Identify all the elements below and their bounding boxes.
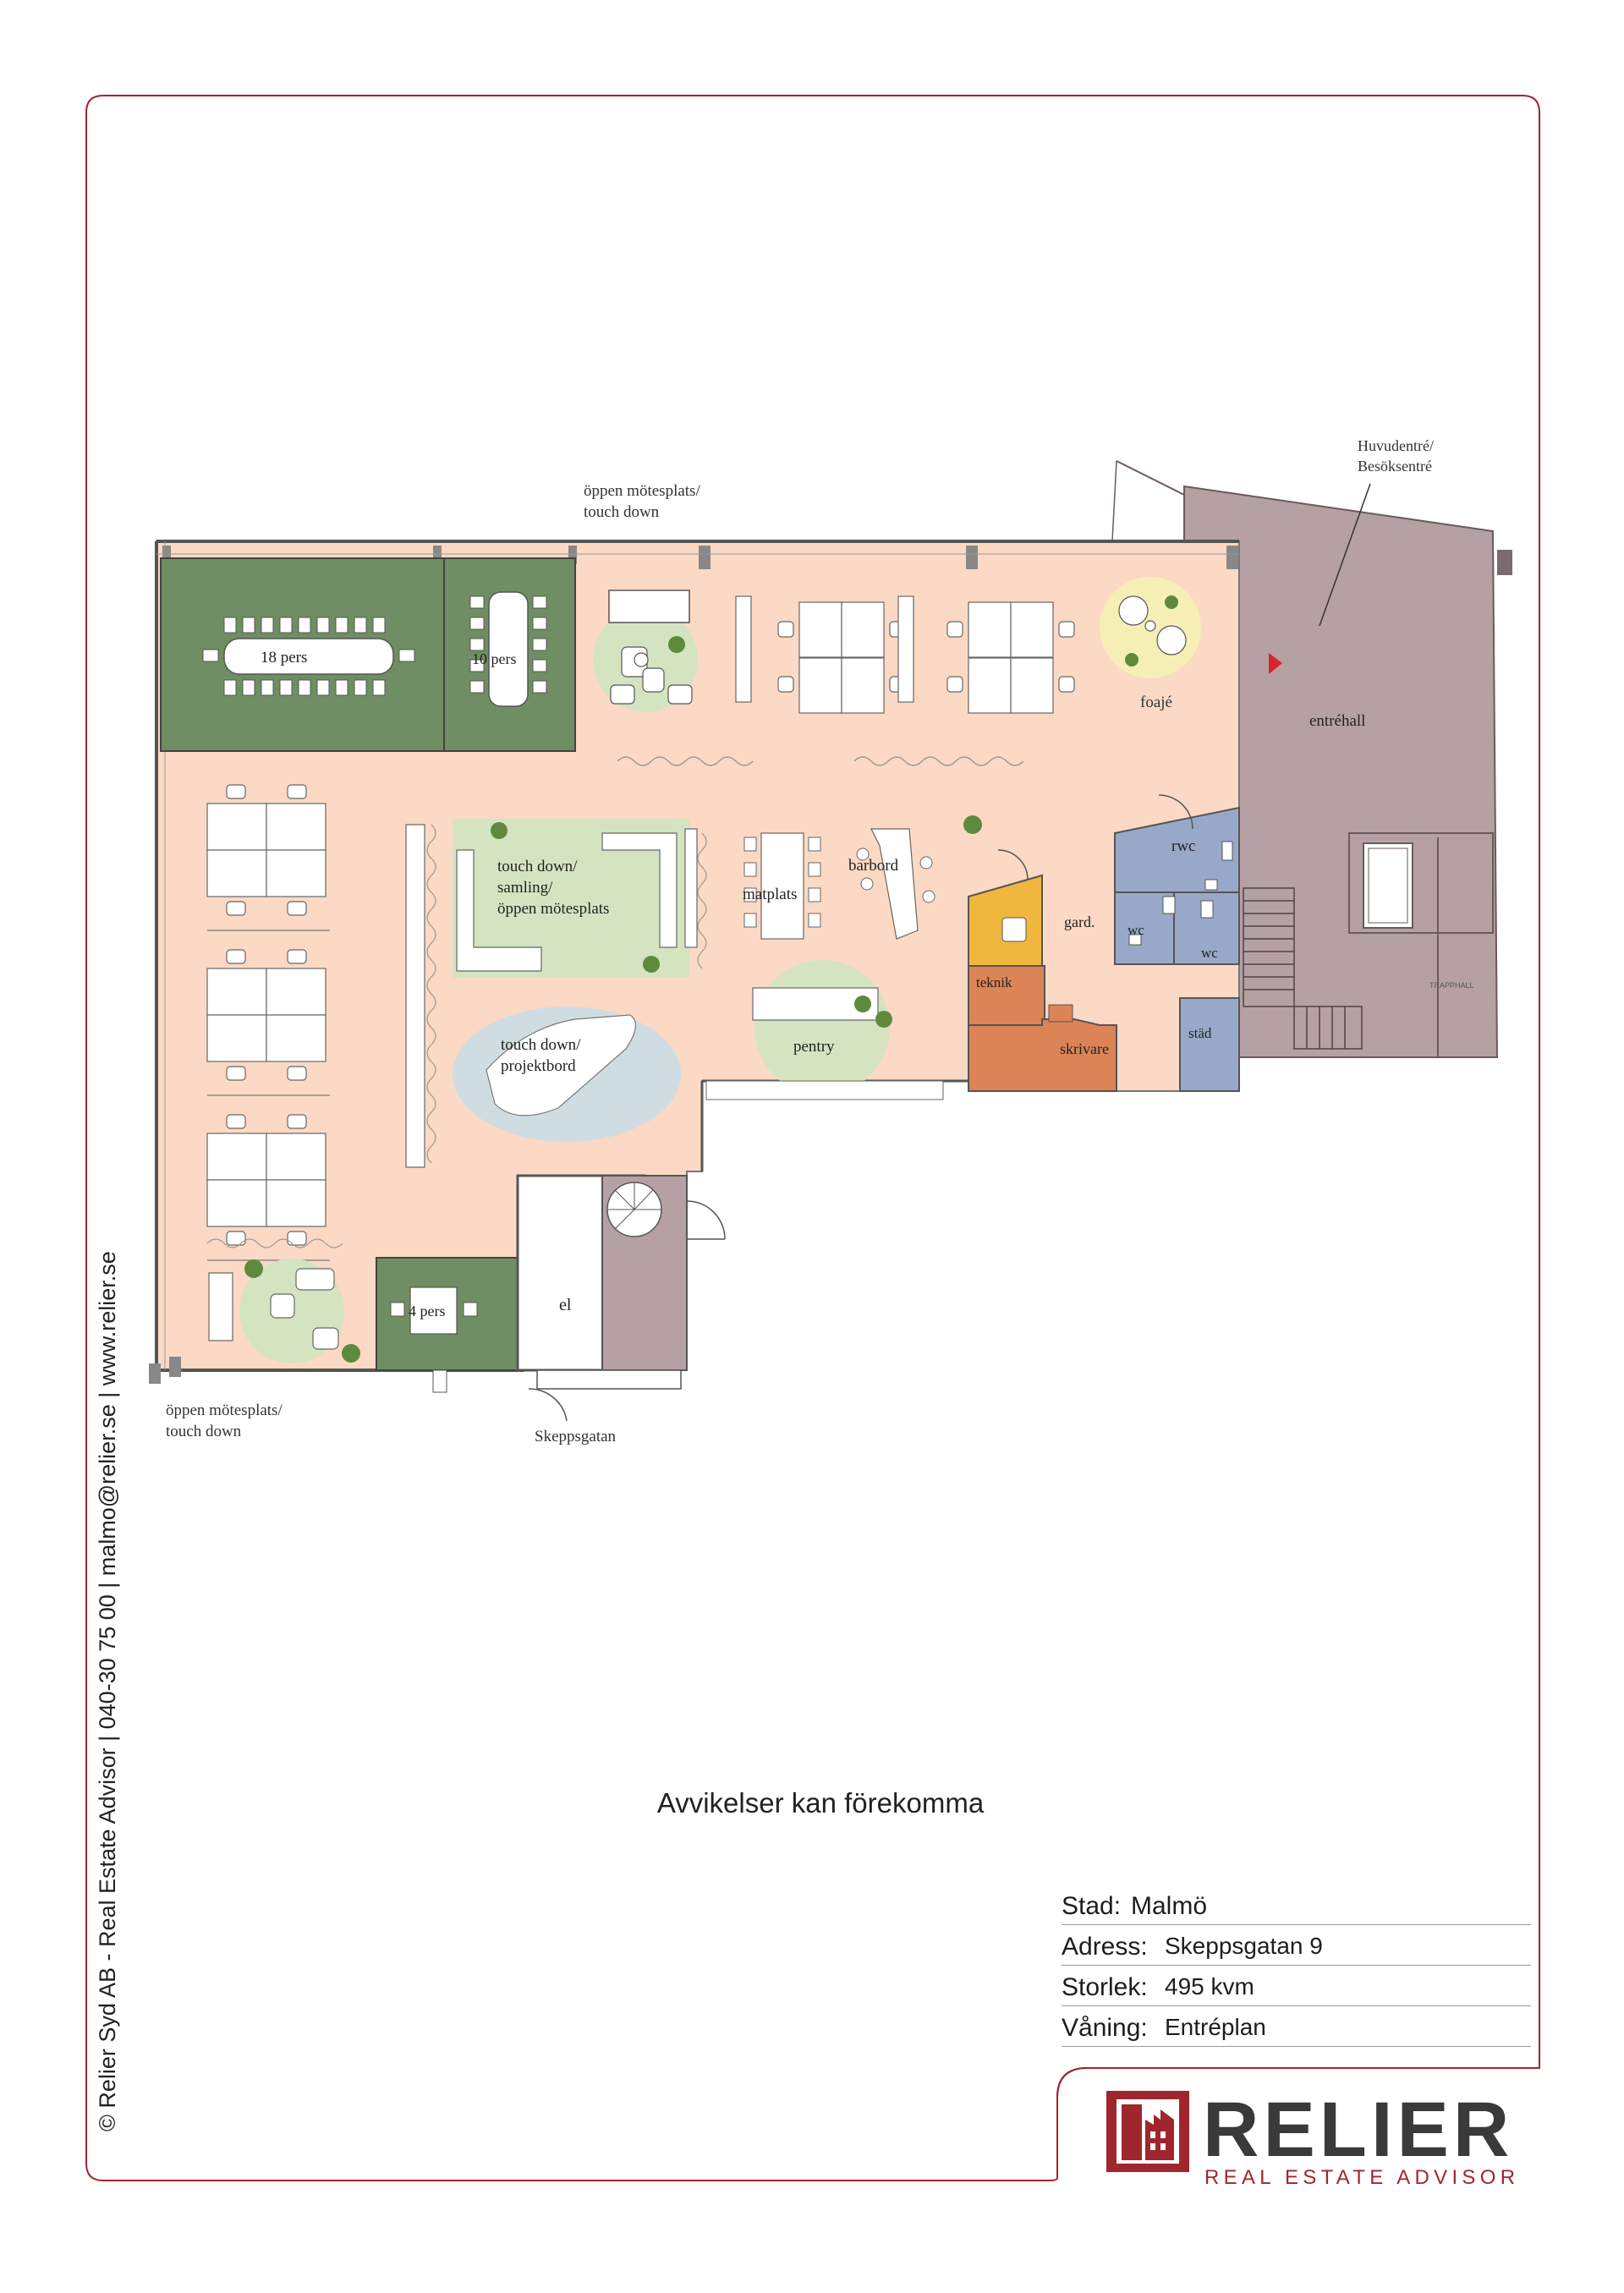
floor-plan [149,460,1512,1422]
label-touchdown-line3: öppen mötesplats [497,900,610,918]
printer-room [968,1018,1117,1092]
label-wc-2: wc [1201,945,1218,961]
cleaning-room [1179,997,1240,1092]
label-main-entry: Huvudentré/ Besöksentré [1358,436,1434,476]
info-row-floor: Våning: Entréplan [1062,2007,1531,2047]
label-open-meeting-bottom-line1: öppen mötesplats/ [166,1402,283,1419]
info-label-size: Storlek: [1062,1973,1148,2001]
pentry-area [754,960,890,1095]
label-entry-hall: entréhall [1309,712,1366,730]
label-touchdown-line1: touch down/ [497,858,578,875]
label-electrical: el [559,1296,572,1314]
label-trapphall: TRAPPHALL [1429,981,1474,990]
dining-table [760,832,804,940]
label-project-line2: projektbord [501,1057,576,1075]
info-row-city: Stad: Malmö [1062,1885,1531,1925]
entry-arrow [1269,653,1282,674]
entry-hall-inner-wall [1348,832,1494,934]
sidebar-contact-text: © Relier Syd AB - Real Estate Advisor | … [95,1251,120,2131]
label-rwc: rwc [1171,837,1196,855]
label-dining: matplats [743,886,798,903]
label-project-table: touch down/ projektbord [501,1034,580,1077]
disclaimer-text: Avvikelser kan förekomma [656,1787,985,1818]
label-open-meeting-bottom-line2: touch down [166,1423,242,1440]
wc-block [1114,806,1240,965]
info-value-city: Malmö [1131,1892,1208,1920]
info-row-address: Adress: Skeppsgatan 9 [1062,1926,1531,1966]
table-10 [488,591,529,707]
shelf-column [405,824,425,1168]
label-bar-table: barbord [848,857,899,875]
relier-logo-mark [1106,2091,1189,2172]
bar-table [870,828,919,940]
label-cleaning: städ [1188,1025,1212,1041]
label-4-pers: 4 pers [409,1303,446,1319]
label-foyer: foajé [1140,694,1172,711]
entry-stairs [1243,887,1363,1050]
elevator [1363,842,1413,929]
label-project-line1: touch down/ [501,1036,581,1054]
label-wc-1: wc [1127,922,1144,938]
label-touchdown-line2: samling/ [497,879,553,897]
label-18-pers: 18 pers [261,649,308,667]
label-open-meeting-bottom: öppen mötesplats/ touch down [166,1400,283,1442]
label-open-meeting-top-line2: touch down [584,503,660,521]
desk-group-left [206,784,326,1246]
label-wardrobe: gard. [1064,913,1095,930]
label-printer: skrivare [1060,1040,1109,1057]
label-main-entry-line2: Besöksentré [1358,458,1432,475]
label-10-pers: 10 pers [472,650,517,667]
desk-group-top [735,595,1075,714]
info-label-address: Adress: [1062,1933,1148,1961]
label-touchdown-lounge: touch down/ samling/ öppen mötesplats [497,856,609,919]
label-open-meeting-top-line1: öppen mötesplats/ [584,482,700,500]
label-pentry: pentry [793,1038,835,1056]
info-value-size: 495 kvm [1165,1973,1254,2000]
logo-frame [1056,2055,1540,2178]
label-open-meeting-top: öppen mötesplats/ touch down [584,480,700,523]
info-value-address: Skeppsgatan 9 [1165,1933,1323,1959]
info-row-size: Storlek: 495 kvm [1062,1967,1531,2006]
relier-logo-name: RELIER [1203,2087,1514,2173]
label-main-entry-line1: Huvudentré/ [1358,437,1434,454]
elevator-shaft [1368,848,1408,924]
info-label-city: Stad: [1062,1892,1122,1920]
table-18 [223,638,394,675]
label-technical: teknik [976,974,1012,990]
info-label-floor: Våning: [1062,2014,1148,2042]
relier-logo-tagline: REAL ESTATE ADVISOR [1204,2166,1520,2189]
label-skeppsgatan: Skeppsgatan [535,1428,617,1445]
info-value-floor: Entréplan [1165,2014,1266,2040]
